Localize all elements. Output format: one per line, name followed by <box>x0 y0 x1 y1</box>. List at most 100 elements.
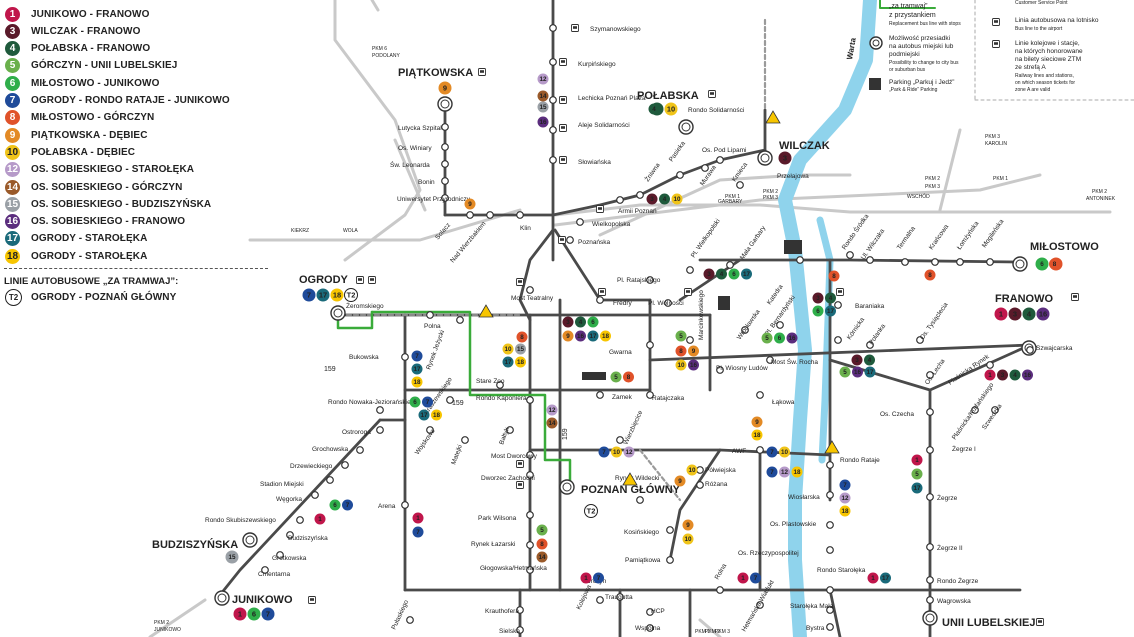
line-badge-T2 <box>344 288 358 302</box>
stop-label: Rondo Żegrze <box>937 576 979 585</box>
stop-label: Cmentarna <box>258 571 291 578</box>
railway-line <box>938 128 962 212</box>
line-badge-number: 4 <box>720 271 724 278</box>
road-works-icon <box>824 440 840 454</box>
line-badge-number: 14 <box>538 554 546 561</box>
town-hall-landmark-icon <box>718 296 730 310</box>
stop-dot <box>726 261 734 269</box>
tram-track <box>928 343 1032 392</box>
line-badge-number: 6 <box>732 271 736 278</box>
line-badge-10 <box>611 446 622 458</box>
stop-dot <box>426 311 434 319</box>
line-badge-7 <box>593 572 604 584</box>
line-badge-number: 5 <box>765 335 769 342</box>
legend-label: OGRODY - POZNAŃ GŁÓWNY <box>31 291 177 303</box>
line-badge-number: 5 <box>679 333 683 340</box>
line-badge-number: 17 <box>413 366 421 373</box>
railway-line <box>333 0 422 262</box>
tram-glyph-icon <box>994 20 998 23</box>
legend-line-1: 1 JUNIKOWO - FRANOWO <box>5 6 150 22</box>
stop-label: Łomżyńska <box>956 220 981 251</box>
legend-badge: 5 <box>5 58 20 74</box>
line-badge-number: 1 <box>238 610 242 619</box>
stop-dot <box>901 258 909 266</box>
road-works-icon <box>478 304 494 318</box>
line-badge-3 <box>1008 307 1022 321</box>
stop-label: Stadion Miejski <box>260 481 304 488</box>
line-badge-8 <box>828 270 840 282</box>
stop-dot <box>826 623 834 631</box>
line-badge-number: 16 <box>1024 372 1032 379</box>
line-badge-6 <box>774 332 785 344</box>
line-badge-number: 15 <box>228 554 236 561</box>
stop-dot <box>616 593 624 601</box>
legend-text: Possibility to change to city bus <box>889 60 959 66</box>
stop-dot <box>441 160 449 168</box>
legend-label: JUNIKOWO - FRANOWO <box>31 8 150 20</box>
stop-label: Wrocławska <box>736 308 762 341</box>
park-ride-icon <box>869 78 881 90</box>
line-badge-17 <box>316 288 330 302</box>
river-label: Warta <box>845 37 858 61</box>
legend-text: z przystankiem <box>889 12 936 19</box>
legend-badge: 1 <box>5 6 20 22</box>
line-badge-number: 17 <box>319 291 327 300</box>
line-badge-5 <box>839 366 851 378</box>
stop-label: Wojskowa <box>414 428 437 456</box>
stop-dot <box>826 461 834 469</box>
stop-dot <box>526 541 534 549</box>
stop-dot <box>596 391 604 399</box>
legend-text: Railway lines and stations, <box>1015 73 1074 79</box>
stop-label: Matejki <box>450 444 464 466</box>
stop-dot <box>401 353 409 361</box>
line-badge-7 <box>766 446 778 458</box>
stop-label: Lechicka Poznań Plaza <box>578 95 646 102</box>
legend-label: OS. SOBIESKIEGO - FRANOWO <box>31 216 186 228</box>
stop-label: Termalna <box>896 225 917 251</box>
line-badge-number: 18 <box>753 432 761 439</box>
line-badge-10 <box>779 446 790 458</box>
line-badge-number: 18 <box>793 469 801 476</box>
legend-text: or suburban bus <box>889 67 926 73</box>
line-badge-18 <box>431 409 442 421</box>
stop-label: Os. Pod Lipami <box>702 147 746 154</box>
stop-dot <box>376 406 384 414</box>
line-badge-number: 12 <box>548 407 556 414</box>
stop-label: Żeromskiego <box>346 301 384 310</box>
stop-dot <box>926 371 934 379</box>
line-badge-number: 9 <box>468 201 472 208</box>
line-badge-5 <box>536 524 548 536</box>
stop-dot <box>991 406 999 414</box>
rail-label: PKM 3 <box>985 134 1000 140</box>
stop-label: Armii Poznań <box>618 208 657 215</box>
stop-dot <box>441 194 449 202</box>
stop-label: Arena <box>378 503 396 510</box>
line-badge-number: 1 <box>988 372 992 379</box>
line-badge-number: 4 <box>1013 372 1017 379</box>
stop-dot <box>549 58 557 66</box>
terminus-loop-icon <box>922 610 938 626</box>
tram-glyph-icon <box>310 598 314 601</box>
bus-159-label: 159 <box>452 400 464 407</box>
stop-dot <box>866 341 874 349</box>
line-badge-6 <box>409 396 421 408</box>
terminus-name: PIĄTKOWSKA <box>398 67 473 79</box>
stop-dot <box>646 276 654 284</box>
stop-label: Wagrowska <box>937 598 971 605</box>
stop-dot <box>636 191 644 199</box>
rail-label: PKM 2 <box>154 620 169 626</box>
stop-dot <box>441 177 449 185</box>
stop-dot <box>646 608 654 616</box>
tram-track <box>218 418 382 597</box>
legend-badge: 3 <box>5 23 20 39</box>
stop-dot <box>826 546 834 554</box>
stop-label: Most Teatralny <box>511 295 554 302</box>
line-badge-17 <box>825 305 836 317</box>
line-badge-number: 10 <box>504 346 512 353</box>
line-badge-number: 18 <box>602 333 610 340</box>
stop-label: Klin <box>520 225 531 232</box>
line-badge-10 <box>682 533 694 545</box>
rail-label: JUNIKOWO <box>154 627 181 633</box>
legend-label: MIŁOSTOWO - JUNIKOWO <box>31 77 160 89</box>
